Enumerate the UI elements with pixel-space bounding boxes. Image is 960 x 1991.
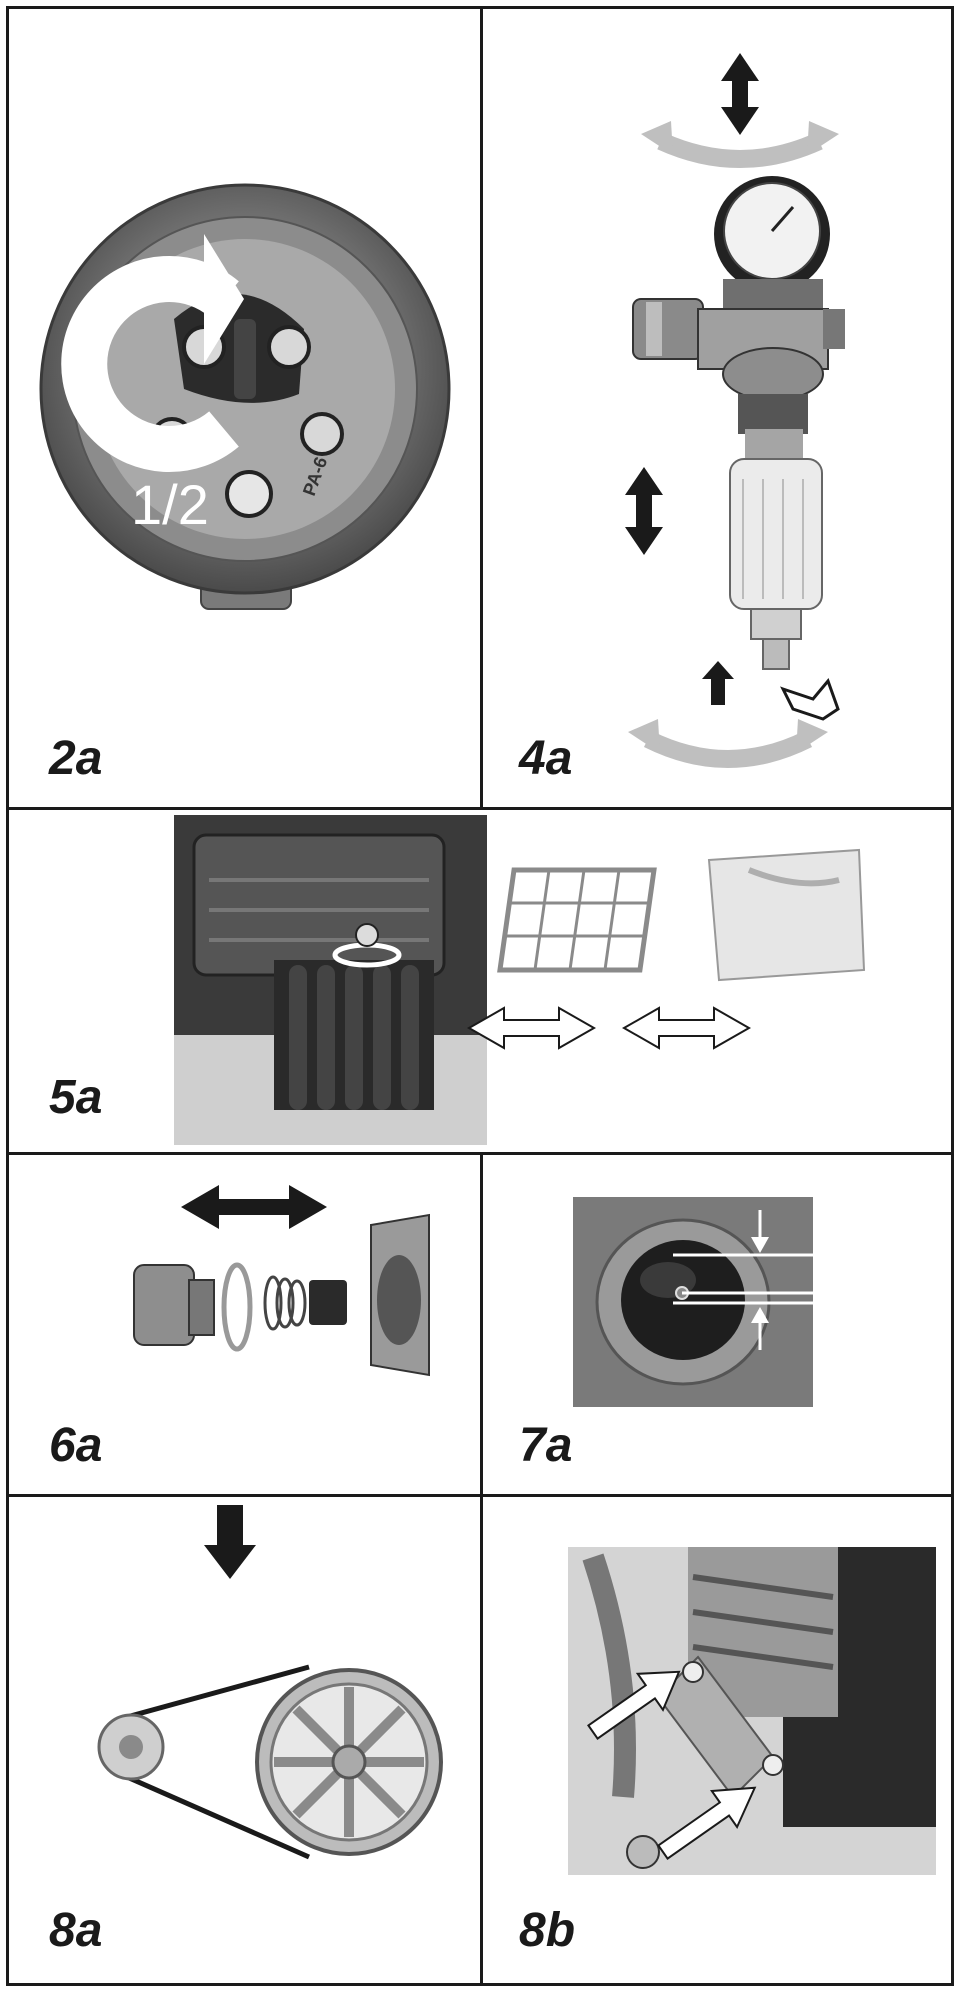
figure-label: 7a xyxy=(519,1419,573,1472)
figure-label: 6a xyxy=(49,1419,103,1472)
fraction-overlay: 1/2 xyxy=(131,473,209,536)
figure-label: 8a xyxy=(49,1904,103,1957)
figure-6a: 6a xyxy=(9,1155,480,1494)
oil-sight-glass-illustration xyxy=(573,1197,813,1407)
figure-8b: 8b xyxy=(483,1497,951,1983)
check-valve-illustration xyxy=(133,1185,430,1377)
figure-label: 5a xyxy=(49,1071,103,1124)
figure-label: 2a xyxy=(49,732,103,785)
figure-7a: 7a xyxy=(483,1155,951,1494)
figure-8a: 8a xyxy=(9,1497,480,1983)
regulator-filter-illustration xyxy=(625,53,845,768)
divider-col-bottom xyxy=(480,1494,483,1983)
figure-label: 4a xyxy=(519,732,573,785)
motor-bolts-illustration xyxy=(568,1547,936,1875)
divider-col-top xyxy=(480,9,483,807)
divider-row-1 xyxy=(9,807,951,810)
figure-2a: PA-6 1/2 2a xyxy=(9,9,480,807)
figure-label: 8b xyxy=(519,1904,576,1957)
air-filter-illustration xyxy=(174,815,866,1145)
belt-drive-illustration xyxy=(97,1505,443,1860)
figure-5a: 5a xyxy=(9,810,951,1152)
figure-sheet: PA-6 1/2 2a xyxy=(6,6,954,1986)
divider-col-mid xyxy=(480,1152,483,1494)
figure-4a: 4a xyxy=(483,9,951,807)
tank-cap-illustration: PA-6 xyxy=(39,183,451,610)
